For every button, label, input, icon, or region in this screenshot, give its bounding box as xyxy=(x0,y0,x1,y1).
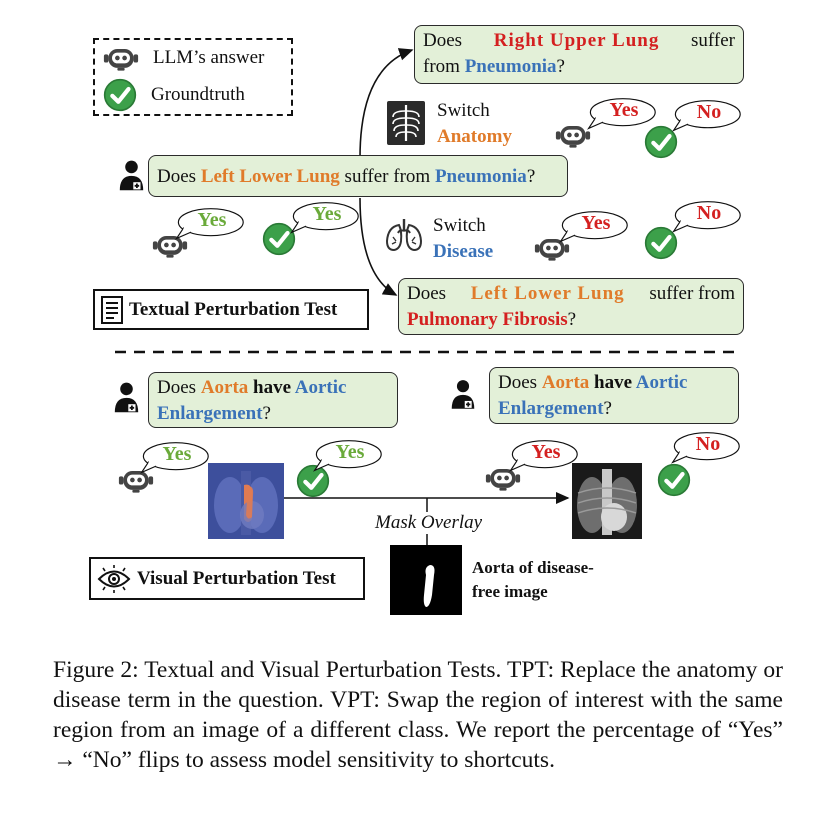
q-main-text-c: suffer from xyxy=(339,166,435,187)
legend: LLM’s answer Groundtruth xyxy=(93,38,293,116)
question-pulmonary-fibrosis: Does Left Lower Lung suffer from Pulmona… xyxy=(398,278,744,335)
chest-xray-overlay-image xyxy=(208,463,284,539)
doctor-icon xyxy=(113,378,140,416)
answer-no-text: No xyxy=(696,202,722,224)
figure-caption: Figure 2: Textual and Visual Perturbatio… xyxy=(53,657,783,773)
q-aorta-text-c: have xyxy=(589,372,636,393)
arrows-layer xyxy=(115,48,738,545)
question-aorta-right: Does Aorta have Aortic Enlargement? xyxy=(489,367,739,424)
q-bottom-text-c: suffer from xyxy=(649,283,735,304)
q-main-text-e: ? xyxy=(526,166,536,187)
check-icon xyxy=(657,463,691,497)
legend-gt-label: Groundtruth xyxy=(151,84,245,105)
aorta-note-line1: Aorta of disease- xyxy=(472,558,594,577)
legend-row-gt: Groundtruth xyxy=(103,78,245,112)
switch-disease-line2: Disease xyxy=(433,241,494,262)
answer-no-text: No xyxy=(696,101,722,123)
legend-row-llm: LLM’s answer xyxy=(103,44,264,72)
answer-yes-text: Yes xyxy=(162,443,192,465)
chest-xray-image xyxy=(572,463,642,539)
q-bottom-text-a: Does xyxy=(407,283,447,304)
switch-disease-line1: Switch xyxy=(433,215,486,236)
textual-perturbation-test-label: Textual Perturbation Test xyxy=(93,289,369,330)
question-line-2: Enlargement? xyxy=(498,396,730,422)
q-bottom-disease: Pulmonary Fibrosis xyxy=(407,309,568,330)
answer-bubble-yes: Yes xyxy=(138,440,210,476)
question-line-2: Enlargement? xyxy=(157,401,389,427)
ribcage-icon xyxy=(387,101,425,145)
q-aorta-text-c: have xyxy=(248,377,295,398)
switch-anatomy-line2: Anatomy xyxy=(437,126,512,147)
question-line-1: Does Left Lower Lung suffer from xyxy=(407,281,735,307)
question-aorta-left: Does Aorta have Aortic Enlargement? xyxy=(148,372,398,428)
question-line-2: Pulmonary Fibrosis? xyxy=(407,307,735,333)
answer-bubble-yes: Yes xyxy=(585,96,657,132)
lungs-icon xyxy=(385,219,423,252)
doctor-icon xyxy=(450,377,476,411)
switch-anatomy-line1: Switch xyxy=(437,100,490,121)
answer-bubble-yes: Yes xyxy=(173,206,245,242)
q-aorta-disease-2: Enlargement xyxy=(157,403,263,424)
question-line-1: Does Aorta have Aortic xyxy=(157,375,389,401)
q-top-text-c: suffer xyxy=(691,30,735,51)
q-aorta-disease-2: Enlargement xyxy=(498,398,604,419)
arrow-to-bottom-question xyxy=(359,197,398,296)
question-line-1: Does Right Upper Lung suffer xyxy=(423,28,735,54)
answer-bubble-yes: Yes xyxy=(507,438,579,474)
q-top-text-d: from xyxy=(423,56,465,77)
question-line-1: Does Aorta have Aortic xyxy=(498,370,730,396)
answer-no-text: No xyxy=(695,433,721,455)
answer-yes-text: Yes xyxy=(197,209,227,231)
q-main-disease: Pneumonia xyxy=(434,166,527,187)
tpt-label-text: Textual Perturbation Test xyxy=(129,298,338,320)
q-aorta-anatomy: Aorta xyxy=(200,377,249,398)
switch-anatomy-label: Switch Anatomy xyxy=(437,98,512,150)
mask-overlay-label: Mask Overlay xyxy=(373,512,485,534)
q-aorta-text-f: ? xyxy=(603,398,612,419)
q-bottom-text-e: ? xyxy=(567,309,577,330)
legend-llm-label: LLM’s answer xyxy=(153,47,265,68)
answer-bubble-yes: Yes xyxy=(557,209,629,245)
q-bottom-anatomy: Left Lower Lung xyxy=(470,283,625,304)
q-aorta-disease-1: Aortic xyxy=(294,377,347,398)
q-top-text-f: ? xyxy=(556,56,565,77)
doctor-icon xyxy=(118,158,145,192)
q-aorta-text-f: ? xyxy=(262,403,271,424)
aorta-mask-image xyxy=(390,545,462,615)
answer-bubble-no: No xyxy=(670,199,742,235)
q-main-text-a: Does xyxy=(157,166,201,187)
answer-yes-text: Yes xyxy=(312,203,342,225)
visual-perturbation-test-label: Visual Perturbation Test xyxy=(89,557,365,600)
q-aorta-text-a: Does xyxy=(157,377,201,398)
answer-bubble-yes: Yes xyxy=(288,200,360,236)
answer-yes-text: Yes xyxy=(335,441,365,463)
answer-bubble-yes: Yes xyxy=(311,438,383,474)
answer-yes-text: Yes xyxy=(531,441,561,463)
aorta-note-line2: free image xyxy=(472,582,548,601)
answer-bubble-no: No xyxy=(669,430,741,466)
q-aorta-anatomy: Aorta xyxy=(541,372,590,393)
q-top-text-a: Does xyxy=(423,30,463,51)
q-top-disease: Pneumonia xyxy=(464,56,557,77)
question-line-2: from Pneumonia? xyxy=(423,54,735,80)
q-main-anatomy: Left Lower Lung xyxy=(200,166,340,187)
question-left-lower-lung: Does Left Lower Lung suffer from Pneumon… xyxy=(148,155,568,197)
answer-yes-text: Yes xyxy=(581,212,611,234)
q-aorta-disease-1: Aortic xyxy=(635,372,688,393)
answer-yes-text: Yes xyxy=(609,99,639,121)
arrow-to-top-question xyxy=(359,48,414,159)
answer-bubble-no: No xyxy=(670,98,742,134)
q-top-anatomy: Right Upper Lung xyxy=(493,30,660,51)
vpt-label-text: Visual Perturbation Test xyxy=(137,567,336,589)
aorta-note: Aorta of disease- free image xyxy=(472,556,594,604)
switch-disease-label: Switch Disease xyxy=(433,213,493,265)
question-right-upper-lung: Does Right Upper Lung suffer from Pneumo… xyxy=(414,25,744,84)
eye-icon xyxy=(97,564,131,593)
q-aorta-text-a: Does xyxy=(498,372,542,393)
document-icon xyxy=(101,295,123,324)
